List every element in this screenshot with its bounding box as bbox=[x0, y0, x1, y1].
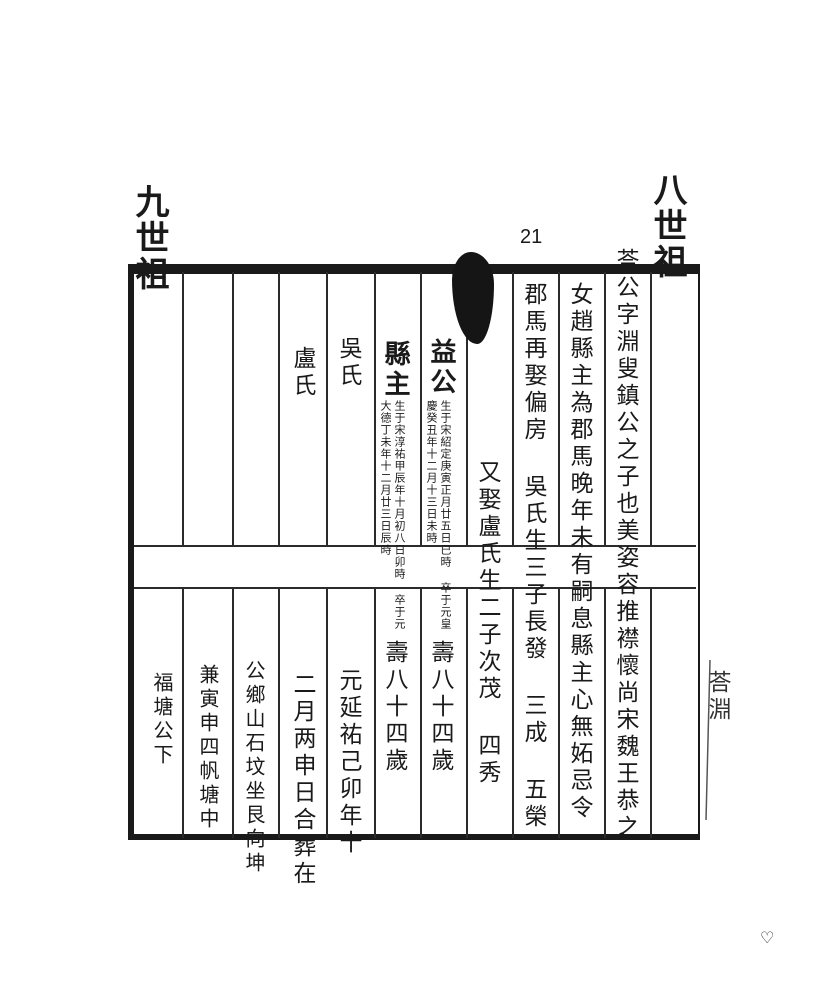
yi-gong-dates: 生于宋紹定庚寅正月廿五日巳時 卒于元皇慶癸丑年十二月十三日未時 bbox=[425, 400, 452, 630]
person-xian-zhu: 縣主 bbox=[380, 340, 410, 400]
text-column-1: 荅公字淵叟鎮公之子也美姿容推襟懷尚宋魏王恭之 bbox=[612, 248, 638, 842]
table-frame bbox=[128, 268, 700, 840]
person-lu-shi: 盧氏 bbox=[289, 346, 315, 400]
corner-mark: ♡ bbox=[760, 928, 775, 947]
yi-gong-age: 壽八十四歲 bbox=[427, 640, 453, 775]
burial-text-4: 兼寅申四帆塘中 bbox=[196, 664, 220, 832]
text-column-3: 郡馬再娶偏房 吳氏生三子長發 三成 五榮 bbox=[520, 282, 546, 831]
burial-text-3: 公鄉山石坟坐艮向坤 bbox=[242, 660, 266, 876]
person-wu-shi: 吳氏 bbox=[335, 336, 361, 390]
page-edge-mark bbox=[705, 660, 711, 820]
burial-text-1: 元延祐己卯年十 bbox=[335, 668, 361, 857]
page-number: 21 bbox=[520, 226, 543, 248]
person-yi-gong: 益公 bbox=[426, 338, 456, 398]
xian-zhu-age: 壽八十四歲 bbox=[381, 640, 407, 775]
header-ninth-generation: 九世祖 bbox=[129, 184, 169, 292]
burial-text-2: 二月两申日合葬在 bbox=[289, 672, 315, 888]
horizontal-band bbox=[134, 545, 696, 589]
text-column-4: 又娶盧氏生二子次茂 四秀 bbox=[474, 460, 500, 787]
xian-zhu-dates: 生于宋淳祐甲辰年十月初八日卯時 卒于元大德丁未年十二月廿三日辰時 bbox=[379, 400, 406, 630]
burial-text-5: 福塘公下 bbox=[150, 672, 174, 768]
text-column-2: 女趙縣主為郡馬晚年未有嗣息縣主心無妬忌令 bbox=[566, 282, 592, 822]
header-eighth-generation: 八世祖 bbox=[647, 172, 687, 280]
